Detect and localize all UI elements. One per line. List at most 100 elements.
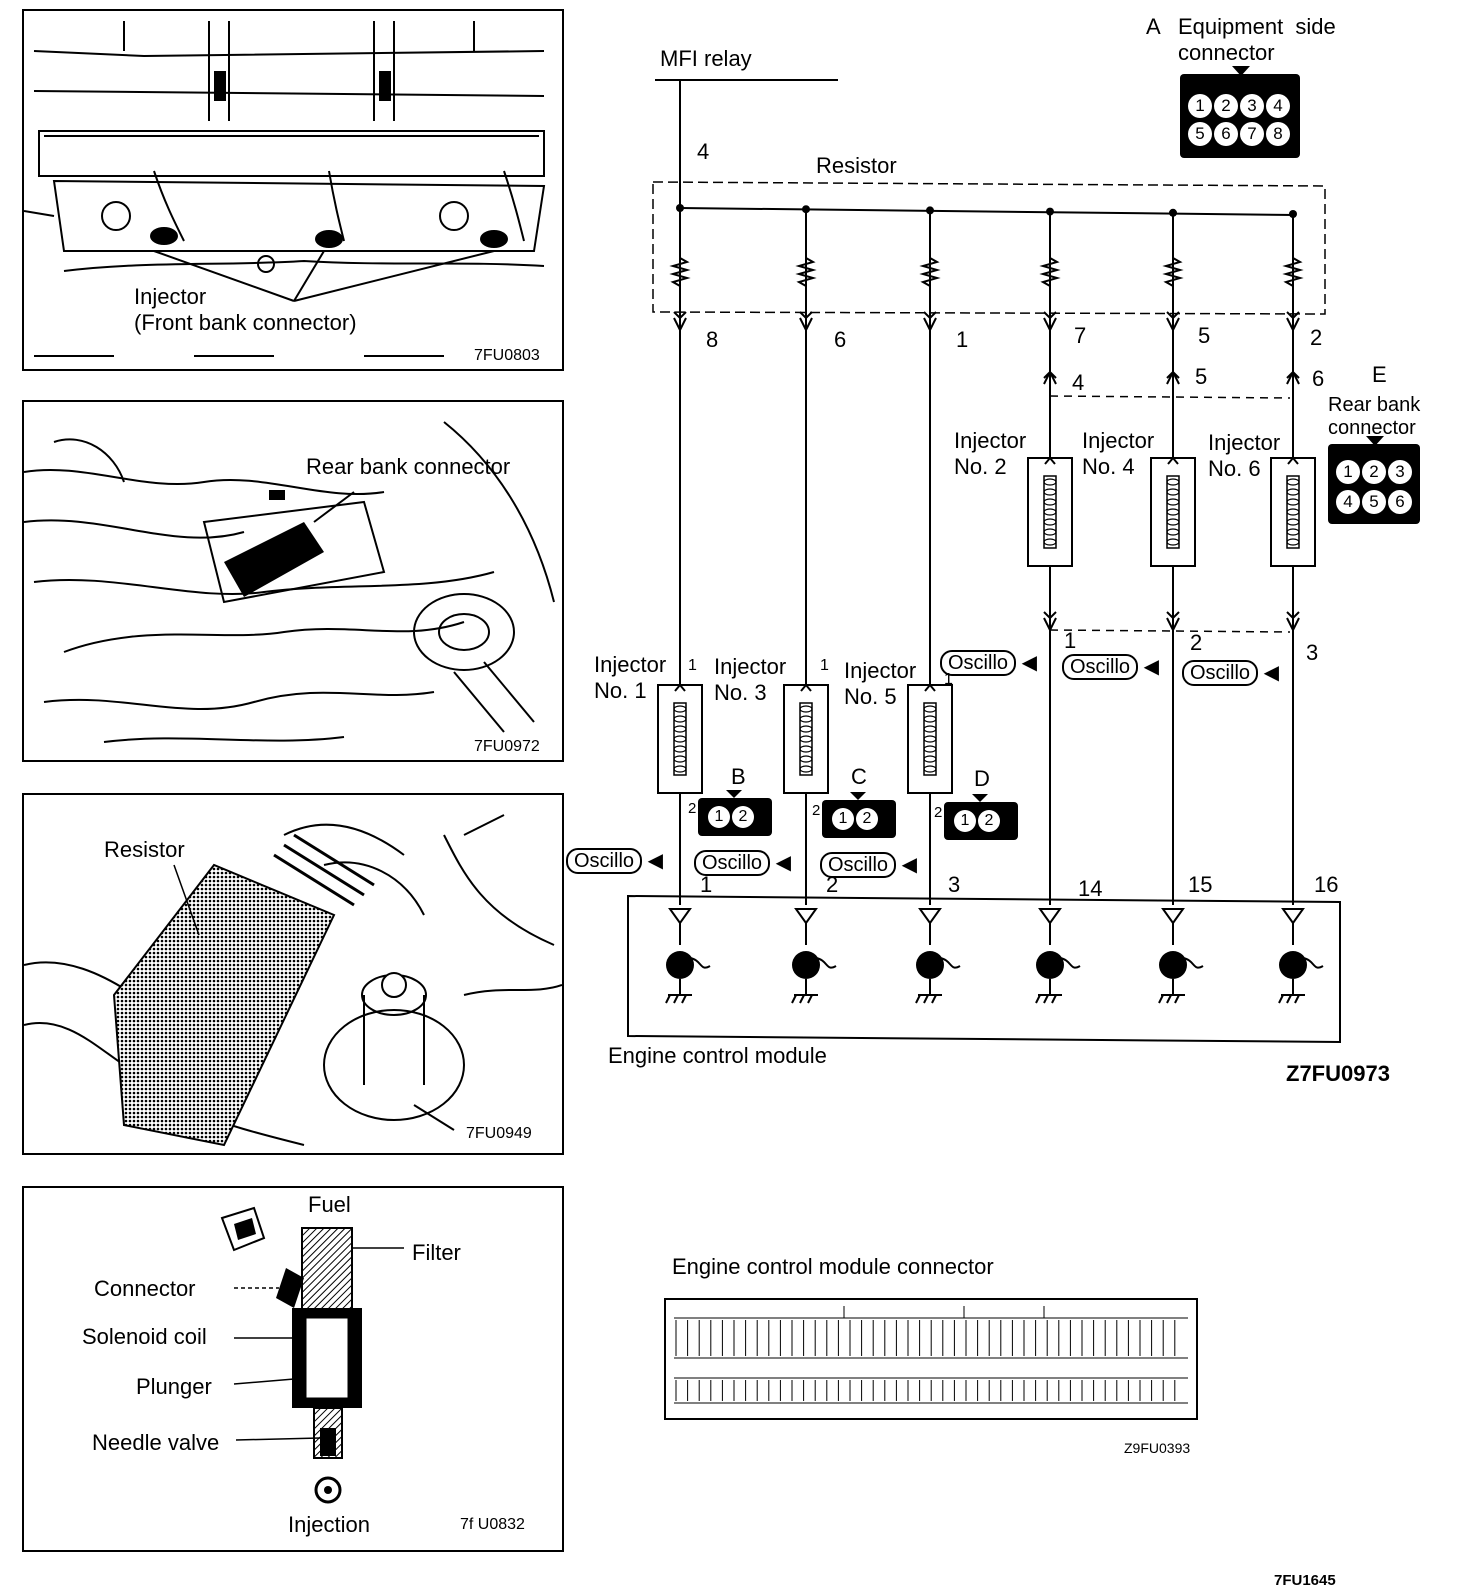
connector-e-letter: E	[1372, 362, 1387, 387]
injector-coil-box	[783, 684, 829, 794]
driver-transistor	[1279, 951, 1307, 979]
driver-transistor	[792, 951, 820, 979]
ecm-pin: 15	[1188, 872, 1213, 897]
ecm-pin: 1	[700, 872, 713, 897]
oscillo-tag-ecm-3: Oscillo ◀	[820, 852, 917, 878]
transistor-lead	[689, 957, 711, 969]
coil-turn	[1166, 498, 1180, 506]
resistor-pin: 2	[1310, 325, 1323, 350]
rear-pin-top: 5	[1195, 364, 1208, 389]
connector-chevron	[799, 311, 813, 333]
transistor-lead	[1059, 957, 1081, 969]
connector-e-title-1: Rear bank	[1328, 394, 1421, 416]
ground-symbol	[665, 979, 692, 1004]
coil-turn	[1043, 528, 1057, 536]
transistor-lead	[1302, 957, 1324, 969]
transistor-lead	[1182, 957, 1204, 969]
injector-arrow	[1287, 456, 1299, 465]
coil-turn	[1043, 508, 1057, 516]
coil-turn	[1043, 518, 1057, 526]
front-injector-label-line2: (Front bank connector)	[134, 310, 357, 335]
coil-turn	[799, 745, 813, 753]
mfi-relay-label: MFI relay	[660, 46, 752, 71]
pin-two-label: 2	[688, 800, 697, 817]
pin: 1	[954, 810, 976, 832]
ecm-pin: 14	[1078, 876, 1103, 901]
ecm-input-triangle	[1038, 908, 1062, 925]
coil-turn	[923, 745, 937, 753]
ecm-pin: 3	[948, 872, 961, 897]
connector-b-label: B	[731, 764, 746, 789]
coil-turn	[799, 725, 813, 733]
coil-turn	[799, 755, 813, 763]
rear-connector-chevron	[1286, 611, 1300, 633]
resistor-pin: 6	[834, 327, 847, 352]
ground-symbol	[1158, 979, 1185, 1004]
junction-dot	[926, 206, 934, 215]
connector-chevron	[1166, 311, 1180, 333]
pin: 1	[1188, 94, 1212, 118]
oscillo-tag-ecm-1: Oscillo ◀	[566, 848, 663, 874]
injector-arrow	[924, 683, 936, 692]
coil-turn	[923, 735, 937, 743]
rear-connector-chevron	[1286, 369, 1300, 385]
resistor-box	[652, 181, 1326, 315]
resistor-illustration	[24, 814, 562, 1147]
pin: 2	[1362, 460, 1386, 484]
connector-label: Connector	[94, 1276, 196, 1301]
driver-transistor	[1036, 951, 1064, 979]
rear-bank-connector-label: Rear bank connector	[306, 454, 511, 479]
ground-symbol	[915, 979, 942, 1004]
ecm-input-triangle	[1281, 908, 1305, 925]
driver-transistor	[1159, 951, 1187, 979]
connector-divider	[843, 1306, 1045, 1318]
resistor-figure: Resistor 7FU0949	[22, 793, 564, 1155]
coil-turn	[1166, 518, 1180, 526]
pin: 4	[1336, 490, 1360, 514]
coil-turn	[1166, 488, 1180, 496]
junction-dot	[802, 205, 810, 214]
connector-row-line	[674, 1317, 1188, 1404]
coil-turn	[673, 765, 687, 773]
connector-chevron	[1286, 311, 1300, 333]
coil-turn	[1166, 478, 1180, 486]
connector-a-title-2: connector	[1178, 40, 1275, 65]
pin: 7	[1240, 122, 1264, 146]
connector-a-letter: A	[1146, 14, 1161, 39]
injection-label: Injection	[288, 1512, 370, 1537]
pin-two-label: 2	[934, 804, 943, 821]
connector-chevron	[1043, 311, 1057, 333]
coil-turn	[1286, 478, 1300, 486]
ecm-label: Engine control module	[608, 1043, 827, 1068]
resistor-pin: 7	[1074, 323, 1087, 348]
coil-turn	[1166, 538, 1180, 546]
coil-turn	[1286, 498, 1300, 506]
pin: 1	[832, 808, 854, 830]
coil-turn	[673, 755, 687, 763]
coil-turn	[799, 715, 813, 723]
connector-chevron	[673, 311, 687, 333]
injector-arrow	[800, 683, 812, 692]
ecm-input-triangle	[1161, 908, 1185, 925]
connector-d-label: D	[974, 766, 990, 791]
resistor-pin: 1	[956, 327, 969, 352]
coil-turn	[1043, 538, 1057, 546]
oscillo-tag-rear-2: Oscillo ◀	[1062, 654, 1159, 680]
ecm-input-triangle	[668, 908, 692, 925]
transistor-lead	[939, 957, 961, 969]
driver-transistor	[916, 951, 944, 979]
coil-turn	[1286, 518, 1300, 526]
oscillo-tag-ecm-2: Oscillo ◀	[694, 850, 791, 876]
junction-dot	[1046, 207, 1054, 216]
ecm-input-triangle	[918, 908, 942, 925]
injector-arrow	[1044, 456, 1056, 465]
coil-turn	[923, 765, 937, 773]
coil-turn	[799, 705, 813, 713]
resistor-label: Resistor	[104, 837, 185, 862]
coil-turn	[923, 755, 937, 763]
resistor-pin: 8	[706, 327, 719, 352]
figure-code: 7FU0949	[466, 1125, 532, 1142]
injector-coil-box	[1027, 457, 1073, 567]
